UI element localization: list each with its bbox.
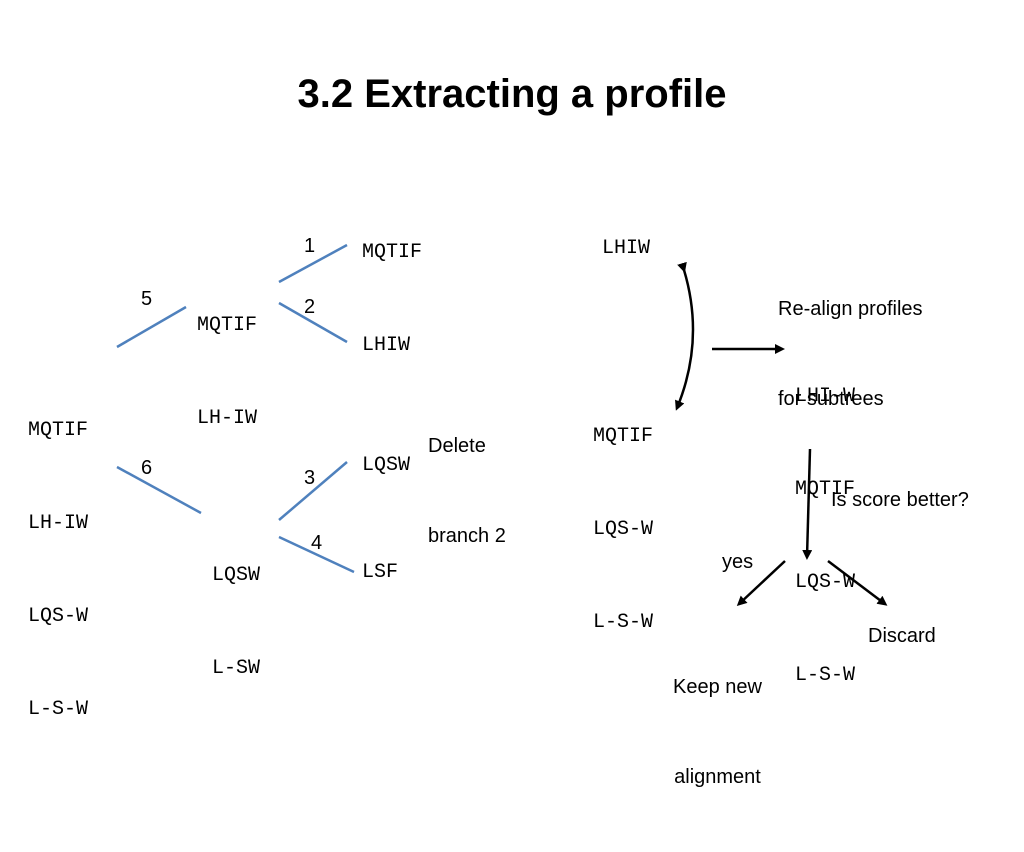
branch-3 [278,461,348,521]
delete-note-line-1: Delete [428,435,486,457]
leaf-lhiw: LHIW [362,334,411,357]
keep-alignment-label: Keep new alignment [673,612,762,852]
root-seq-2: LH-IW [28,512,89,535]
merged-profile: LHI-W MQTIF LQS-W L-S-W [795,319,855,753]
leaf-lsf: LSF [362,561,399,584]
score-question: Is score better? [831,489,969,511]
delete-note-line-2: branch 2 [428,525,506,547]
slide-title: 3.2 Extracting a profile [297,72,727,116]
leaf-mqtif: MQTIF [362,241,423,264]
keep-arrow [736,560,786,607]
delete-branch-note: Delete branch 2 [428,371,506,611]
discard-arrow [827,560,888,606]
subtree-single-profile: LHIW [602,237,651,260]
upper-seq-2: LH-IW [197,407,258,430]
merged-seq-1: LHI-W [795,385,856,408]
branch-label-1: 1 [304,235,316,257]
realign-curve-arrow [675,261,695,411]
down-arrow [802,448,813,560]
root-seq-3: LQS-W [28,605,89,628]
diagram-edges [116,243,888,607]
realign-note: Re-align profiles for subtrees [778,234,923,474]
branch-6 [116,465,202,515]
upper-seq-1: MQTIF [197,314,258,337]
upper-node-profile: MQTIF LH-IW [197,248,257,496]
root-profile: MQTIF LH-IW LQS-W L-S-W [28,353,88,787]
root-seq-1: MQTIF [28,419,89,442]
branch-2 [278,301,348,344]
realign-note-line-1: Re-align profiles [778,298,923,320]
merged-seq-2: MQTIF [795,478,856,501]
subtree-seq-1: MQTIF [593,425,654,448]
merged-seq-3: LQS-W [795,571,856,594]
lower-node-profile: LQSW L-SW [212,498,260,746]
merged-seq-4: L-S-W [795,664,856,687]
slide: 3.2 Extracting a profile MQTIF LH-IW LQS… [28,72,969,788]
keep-line-1: Keep new [673,676,762,698]
root-seq-4: L-S-W [28,698,89,721]
branch-4 [278,535,355,574]
branch-label-3: 3 [304,467,316,489]
yes-label: yes [722,551,754,573]
branch-5 [116,305,187,349]
subtree-group-profile: MQTIF LQS-W L-S-W [593,359,653,700]
realign-note-line-2: for subtrees [778,388,884,410]
lower-seq-2: L-SW [212,657,261,680]
lower-seq-1: LQSW [212,564,261,587]
branch-label-5: 5 [141,288,153,310]
leaf-lqsw: LQSW [362,454,411,477]
branch-label-6: 6 [141,457,153,479]
subtree-seq-3: L-S-W [593,611,654,634]
discard-label: Discard [868,625,936,647]
keep-line-2: alignment [674,766,761,788]
branch-label-4: 4 [311,532,323,554]
branch-label-2: 2 [304,296,316,318]
branch-1 [278,243,348,284]
subtree-seq-2: LQS-W [593,518,654,541]
